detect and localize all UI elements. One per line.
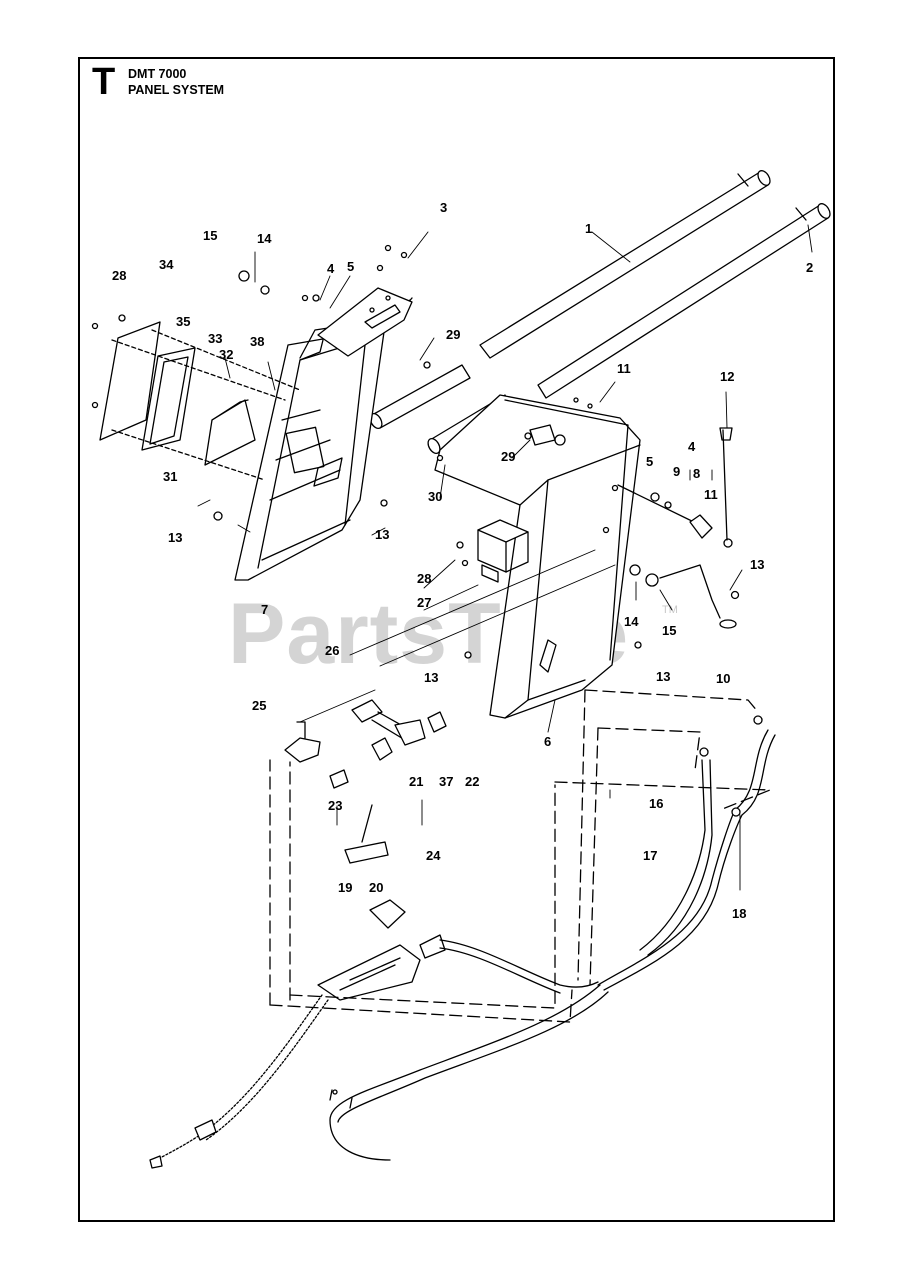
callout-11a: 11: [617, 361, 631, 376]
callout-13c: 13: [750, 557, 764, 572]
callout-16: 16: [649, 796, 663, 811]
callout-20: 20: [369, 880, 383, 895]
hardware-fasteners[interactable]: [91, 244, 763, 1095]
callout-12: 12: [720, 369, 734, 384]
callout-2: 2: [806, 260, 813, 275]
panel-box: [204, 399, 256, 466]
callout-13e: 13: [656, 669, 670, 684]
callout-18: 18: [732, 906, 746, 921]
callout-13d: 13: [424, 670, 438, 685]
clamp-19-20: [344, 804, 389, 864]
callout-14b: 14: [624, 614, 639, 629]
callout-9: 9: [673, 464, 680, 479]
section-letter: T: [92, 61, 116, 103]
callout-15b: 15: [662, 623, 676, 638]
valve-tee-25: [284, 721, 321, 763]
callout-23: 23: [328, 798, 342, 813]
callout-17: 17: [643, 848, 657, 863]
dashed-outline-16-17: [554, 689, 771, 986]
callout-1: 1: [585, 221, 592, 236]
callout-29b: 29: [501, 449, 515, 464]
callout-32: 32: [219, 347, 233, 362]
model-name: DMT 7000: [128, 67, 187, 81]
callout-13b: 13: [375, 527, 389, 542]
callout-29a: 29: [446, 327, 460, 342]
handle-lever: [629, 564, 737, 629]
callout-15a: 15: [203, 228, 217, 243]
callout-38: 38: [250, 334, 264, 349]
callout-11b: 11: [704, 487, 718, 502]
callout-14a: 14: [257, 231, 272, 246]
callout-34: 34: [159, 257, 174, 272]
callout-28b: 28: [417, 571, 431, 586]
callout-25: 25: [252, 698, 266, 713]
callout-13a: 13: [168, 530, 182, 545]
tube-part-2: [537, 203, 831, 399]
tube-part-1: [479, 170, 771, 359]
watermark-trademark: TM: [662, 604, 678, 616]
fitting-23: [329, 769, 349, 789]
callout-31: 31: [163, 469, 177, 484]
callout-22: 22: [465, 774, 479, 789]
callout-30: 30: [428, 489, 442, 504]
hose-lines: [329, 729, 776, 1161]
callout-35: 35: [176, 314, 190, 329]
part-callouts: 1 2 3 4 5 4 5 6 7 8 9 10 11 11 12 13 13 …: [112, 200, 813, 921]
plug-connector: [149, 1119, 217, 1169]
callout-7: 7: [261, 602, 268, 617]
callout-4b: 4: [688, 439, 696, 454]
callout-10: 10: [716, 671, 730, 686]
callout-21: 21: [409, 774, 423, 789]
crossbar-left: [369, 364, 471, 430]
callout-19: 19: [338, 880, 352, 895]
callout-33: 33: [208, 331, 222, 346]
system-name: PANEL SYSTEM: [128, 83, 225, 97]
panel-gasket: [141, 347, 196, 451]
callout-27: 27: [417, 595, 431, 610]
leader-lines: [197, 224, 813, 891]
callout-5a: 5: [347, 259, 354, 274]
dashed-outline-24: [269, 759, 573, 1023]
callout-37: 37: [439, 774, 453, 789]
callout-4a: 4: [327, 261, 335, 276]
valve-assembly-21: [351, 699, 447, 761]
control-unit: [317, 899, 446, 1001]
callout-6: 6: [544, 734, 551, 749]
pivot-assembly: [617, 427, 733, 548]
callout-8: 8: [693, 466, 700, 481]
mounting-block: [477, 519, 529, 583]
callout-5b: 5: [646, 454, 653, 469]
right-frame-main: [434, 394, 641, 719]
callout-26: 26: [325, 643, 339, 658]
electrical-cable: [151, 994, 329, 1163]
diagram-frame: [78, 57, 835, 1222]
callout-3: 3: [440, 200, 447, 215]
top-mounting-plate: [317, 287, 413, 357]
callout-24: 24: [426, 848, 441, 863]
callout-28a: 28: [112, 268, 126, 283]
